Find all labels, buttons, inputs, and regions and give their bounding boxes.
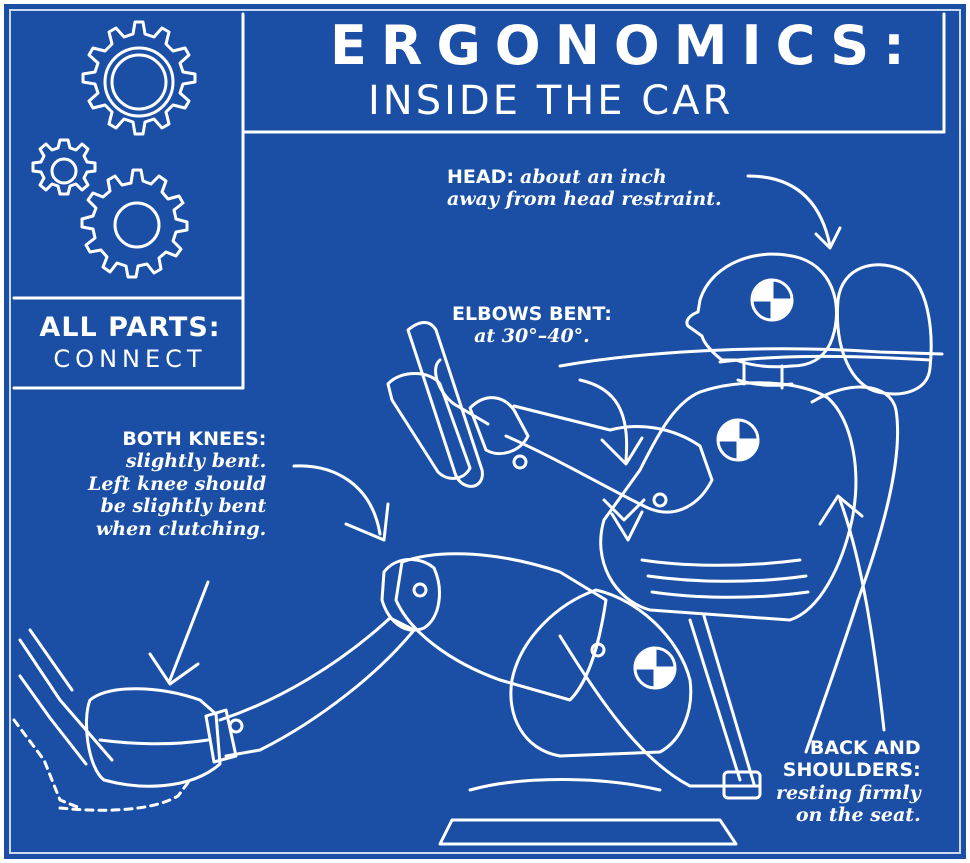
page-subtitle: INSIDE THE CAR	[368, 78, 848, 124]
head-note: HEAD: about an inch away from head restr…	[447, 166, 722, 211]
knees-note-line1: slightly bent.	[88, 450, 266, 472]
back-note-line2: on the seat.	[776, 804, 921, 826]
back-note-line1: resting firmly	[776, 782, 921, 804]
elbows-note: ELBOWS BENT: at 30°–40°.	[452, 303, 612, 348]
head-note-line2: away from head restraint.	[447, 188, 722, 210]
knees-note-line4: when clutching.	[88, 518, 266, 540]
head-note-line1: about an inch	[520, 166, 667, 188]
knees-note-label: BOTH KNEES:	[122, 428, 266, 450]
head-note-label: HEAD:	[447, 166, 514, 188]
page-title: ERGONOMICS:	[330, 14, 870, 77]
elbows-note-label: ELBOWS BENT:	[452, 303, 612, 325]
knees-note-line3: be slightly bent	[88, 495, 266, 517]
knees-note: BOTH KNEES: slightly bent. Left knee sho…	[88, 428, 266, 540]
back-note-label2: SHOULDERS:	[783, 759, 921, 781]
knees-note-line2: Left knee should	[88, 473, 266, 495]
back-note: BACK AND SHOULDERS: resting firmly on th…	[776, 737, 921, 827]
parts-panel-title: ALL PARTS:	[24, 312, 236, 343]
parts-panel-subtitle: CONNECT	[24, 345, 236, 373]
back-note-label1: BACK AND	[810, 737, 921, 759]
elbows-note-line1: at 30°–40°.	[452, 325, 612, 347]
